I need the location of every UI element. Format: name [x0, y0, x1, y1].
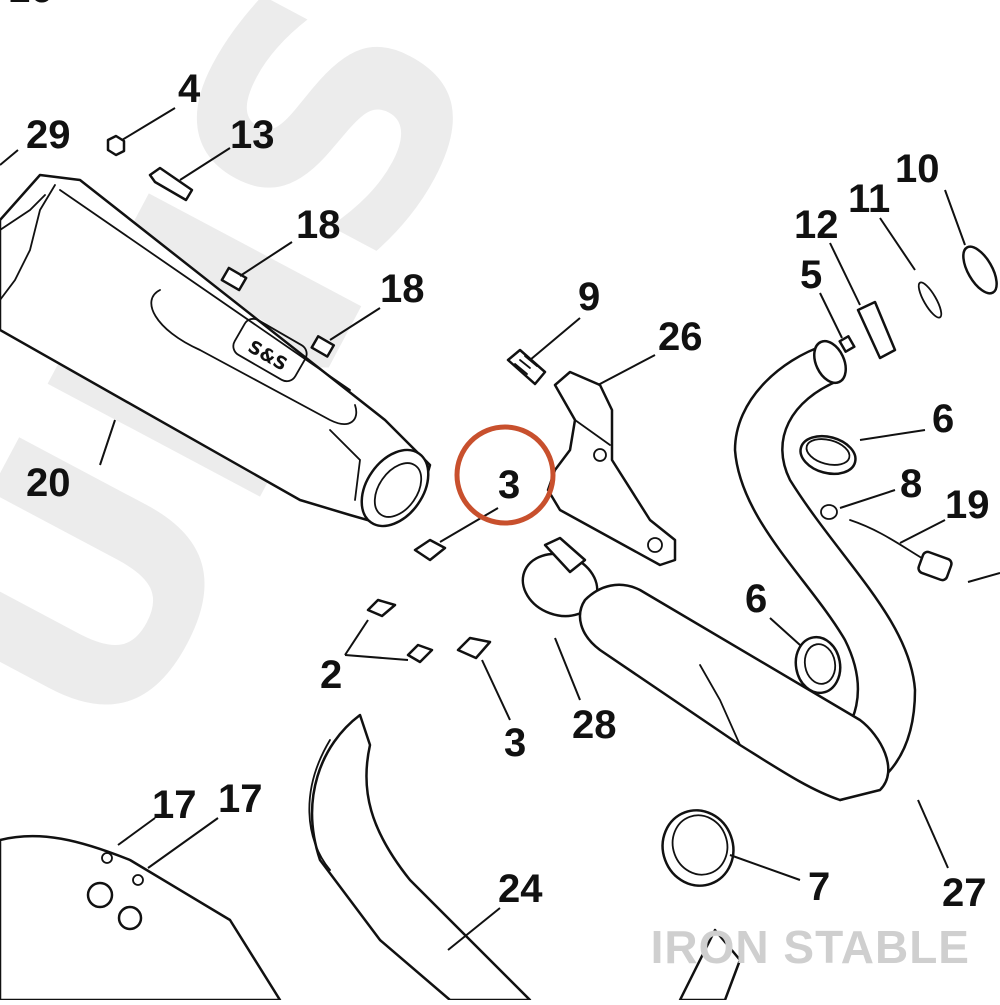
nut-part-4 [106, 134, 126, 157]
callout-12: 12 [794, 203, 839, 247]
muffler-part-20: S&S [0, 173, 432, 528]
callout-16: 16 [8, 0, 53, 11]
callout-labels: 16 4 29 13 18 18 20 9 26 3 12 11 10 5 6 … [8, 0, 990, 915]
brand-watermark: IRON STABLE [650, 921, 970, 973]
callout-4: 4 [178, 67, 201, 111]
nut-part-5 [838, 335, 856, 353]
callout-8: 8 [900, 462, 922, 506]
callout-17a: 17 [152, 783, 197, 827]
callout-18a: 18 [296, 203, 341, 247]
callout-3a: 3 [498, 463, 520, 507]
callout-7: 7 [808, 865, 830, 909]
callout-11: 11 [848, 177, 890, 221]
highlight-circle [454, 424, 556, 526]
callout-28: 28 [572, 703, 617, 747]
bolt-part-2a [366, 598, 397, 618]
callout-19: 19 [945, 483, 990, 527]
bolt-part-2b [406, 643, 434, 664]
washer-part-8 [820, 504, 838, 520]
callout-2: 2 [320, 653, 342, 697]
sensor-part-19 [849, 519, 953, 582]
leader-lines [0, 107, 1000, 951]
muffler-lower-left [0, 834, 282, 1002]
gasket-part-10 [962, 245, 998, 295]
clamp-part-6b [794, 635, 842, 695]
header-pipe-part-27 [578, 339, 917, 802]
clamp-part-6a [799, 434, 857, 476]
callout-29: 29 [26, 113, 71, 157]
callout-6a: 6 [932, 397, 954, 441]
flange-part-12 [856, 300, 897, 360]
callout-20: 20 [26, 461, 71, 505]
grommet-part-9 [506, 348, 547, 386]
bolt-part-3a [413, 538, 447, 562]
callout-3b: 3 [504, 721, 526, 765]
callout-18b: 18 [380, 267, 425, 311]
clip-part-18b [310, 335, 336, 358]
callout-26: 26 [658, 315, 703, 359]
callout-24: 24 [498, 867, 543, 911]
callout-13: 13 [230, 113, 275, 157]
callout-27: 27 [942, 871, 987, 915]
bracket-part-26 [546, 370, 677, 567]
callout-17b: 17 [218, 777, 263, 821]
ring-part-11 [917, 281, 943, 319]
clip-part-18a [220, 266, 248, 292]
callout-9: 9 [578, 275, 600, 319]
stud-part-13 [148, 166, 194, 202]
callout-6b: 6 [745, 577, 767, 621]
callout-10: 10 [895, 147, 940, 191]
bolt-part-3b [456, 636, 492, 660]
callout-5: 5 [800, 253, 822, 297]
clamp-part-7 [661, 809, 735, 887]
